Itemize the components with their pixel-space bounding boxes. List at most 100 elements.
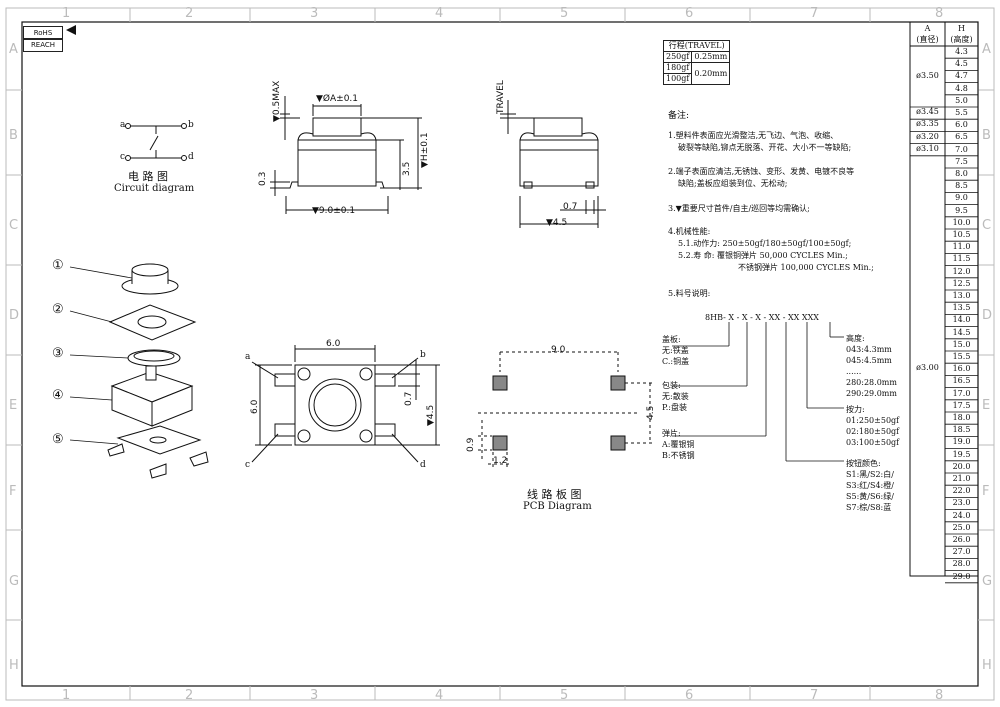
circuit-pin-b: b xyxy=(188,120,194,130)
force-options: 按力: 01:250±50gf 02:180±50gf 03:100±50gf xyxy=(846,404,899,448)
size-h-value: 27.0 xyxy=(952,547,971,557)
zone-row-B-left: B xyxy=(9,128,18,143)
spring-options: 弹片: A:覆银铜 B:不锈钢 xyxy=(662,428,695,461)
size-h-value: 14.0 xyxy=(952,315,971,325)
size-a-value: ø3.20 xyxy=(916,131,939,141)
travel-value-020: 0.20mm xyxy=(691,62,731,85)
dim-max-gap: ▼0.5MAX xyxy=(272,80,282,122)
note-4: 4.机械性能: xyxy=(668,227,711,236)
size-h-value: 16.0 xyxy=(952,364,971,374)
pack-opt-2: P.:盘装 xyxy=(662,403,687,412)
size-h-value: 18.0 xyxy=(952,413,971,422)
pcb-dim-pad-height: 0.9 xyxy=(466,437,476,452)
zone-col-4-bottom: 4 xyxy=(435,688,444,703)
size-h-value: 4.7 xyxy=(955,71,968,81)
pcb-title-cn: 线 路 板 图 xyxy=(527,488,582,501)
zone-row-A-left: A xyxy=(9,42,18,57)
size-h-value: 12.5 xyxy=(952,278,971,288)
size-h-value: 7.5 xyxy=(955,156,968,166)
pcb-dim-pad-width: 1.2 xyxy=(493,456,508,466)
dim-top-height: 6.0 xyxy=(250,399,260,414)
dim-button-diameter: ▼ØA±0.1 xyxy=(316,94,359,104)
dim-overall-width: ▼9.0±0.1 xyxy=(312,206,356,216)
pack-opt-1: 无:散装 xyxy=(662,392,689,401)
travel-force-180: 180gf xyxy=(662,62,693,74)
pack-options: 包装: 无:散装 P.:盘装 xyxy=(662,380,689,413)
note-2b: 缺陷;盖板应组装到位、无松动; xyxy=(678,179,788,188)
spring-opt-2: B:不锈钢 xyxy=(662,451,695,460)
height-ellipsis: ...... xyxy=(846,367,862,376)
size-h-value: 12.0 xyxy=(952,266,971,276)
zone-row-C-right: C xyxy=(982,218,992,233)
size-h-value: 4.5 xyxy=(955,59,968,69)
zone-row-G-left: G xyxy=(9,574,20,589)
size-head-h: H xyxy=(958,24,965,33)
size-h-value: 7.0 xyxy=(955,144,968,154)
pcb-dim-height: 4.5 xyxy=(646,405,656,420)
size-h-value: 17.5 xyxy=(952,400,971,410)
top-pin-d: d xyxy=(420,460,426,470)
size-h-value: 21.0 xyxy=(952,474,971,483)
zone-row-H-right: H xyxy=(982,658,992,673)
size-h-value: 6.0 xyxy=(955,120,968,130)
exploded-label-2: ② xyxy=(52,302,64,317)
dim-terminal-gap: 0.7 xyxy=(563,202,578,212)
dim-travel: TRAVEL xyxy=(496,80,506,114)
notes-heading: 备注: xyxy=(668,111,690,121)
size-a-value: ø3.00 xyxy=(916,363,939,373)
cover-opt-2: C.:铜盖 xyxy=(662,357,690,366)
zone-row-C-left: C xyxy=(9,218,19,233)
zone-col-1-top: 1 xyxy=(62,6,71,21)
size-h-value: 8.0 xyxy=(955,169,968,178)
circuit-pin-d: d xyxy=(188,152,194,162)
size-a-value: ø3.45 xyxy=(916,107,939,117)
travel-force-100: 100gf xyxy=(662,73,693,85)
zone-row-F-left: F xyxy=(9,484,17,499)
size-h-value: 25.0 xyxy=(952,522,971,532)
zone-col-4-top: 4 xyxy=(435,6,444,21)
pcb-title-en: PCB Diagram xyxy=(523,501,592,512)
zone-col-8-top: 8 xyxy=(935,6,944,21)
part-number-code: 8HB- X - X - X - XX - XX XXX xyxy=(705,313,819,322)
zone-col-3-bottom: 3 xyxy=(310,688,319,703)
zone-col-6-bottom: 6 xyxy=(685,688,694,703)
dim-side-width: ▼4.5 xyxy=(546,218,568,228)
zone-col-2-bottom: 2 xyxy=(185,688,194,703)
exploded-label-5: ⑤ xyxy=(52,432,64,447)
size-h-value: 20.0 xyxy=(952,461,971,471)
color-title: 按钮颜色: xyxy=(846,459,881,468)
size-head-h2: (高度) xyxy=(950,35,973,44)
exploded-label-1: ① xyxy=(52,258,64,273)
size-h-value: 23.0 xyxy=(952,498,971,508)
zone-col-8-bottom: 8 xyxy=(935,688,944,703)
dim-top-width: 6.0 xyxy=(326,339,341,349)
size-h-value: 11.5 xyxy=(952,254,971,264)
zone-row-H-left: H xyxy=(9,658,19,673)
travel-value-025: 0.25mm xyxy=(691,51,731,63)
zone-row-G-right: G xyxy=(982,574,993,589)
top-pin-b: b xyxy=(420,350,426,360)
note-5: 5.料号说明: xyxy=(668,289,711,298)
dim-total-height: ▼H±0.1 xyxy=(420,132,430,168)
size-h-value: 19.0 xyxy=(952,437,971,447)
exploded-label-4: ④ xyxy=(52,388,64,403)
circuit-pin-a: a xyxy=(120,120,126,130)
note-1b: 破裂等缺陷,铆点无脱落、开花、大小不一等缺陷; xyxy=(678,143,852,152)
note-4-force: 5.1.动作力: 250±50gf/180±50gf/100±50gf; xyxy=(678,239,852,248)
height-opt-3: 280:28.0mm xyxy=(846,378,897,387)
force-opt-2: 02:180±50gf xyxy=(846,427,900,436)
force-opt-3: 03:100±50gf xyxy=(846,438,900,447)
size-h-value: 5.5 xyxy=(955,108,968,117)
size-head-a: A xyxy=(924,24,931,33)
zone-row-F-right: F xyxy=(982,484,990,499)
color-opt-2: S3:红/S4:橙/ xyxy=(846,481,894,490)
zone-col-5-bottom: 5 xyxy=(560,688,569,703)
height-title: 高度: xyxy=(846,334,865,343)
height-opt-4: 290:29.0mm xyxy=(846,389,897,398)
pack-title: 包装: xyxy=(662,381,681,390)
zone-col-6-top: 6 xyxy=(685,6,694,21)
zone-col-3-top: 3 xyxy=(310,6,319,21)
pcb-dim-width: 9.0 xyxy=(551,345,566,355)
